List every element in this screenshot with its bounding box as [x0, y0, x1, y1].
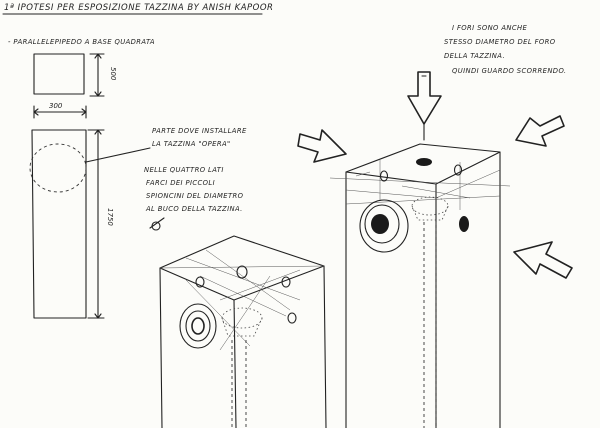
sketch-title: 1ª IPOTESI PER ESPOSIZIONE TAZZINA BY AN… — [4, 3, 273, 13]
box2-marker-left — [195, 276, 205, 288]
box2-left-edge — [159, 267, 163, 428]
dim-1750-label: 1750 — [106, 208, 114, 226]
top-marker-right — [453, 164, 463, 176]
arrow-from-left — [297, 129, 347, 163]
box2-top-hole — [236, 265, 248, 279]
dimension-top-height: 500 — [89, 53, 117, 97]
second-perspective-box — [159, 235, 327, 428]
arrow-from-top-right — [515, 115, 565, 147]
main-perspective-box — [329, 143, 511, 428]
leader-top-part — [85, 147, 151, 163]
dim-300-label: 300 — [49, 102, 63, 110]
dimension-width: 300 — [33, 102, 87, 119]
dashed-circle — [29, 143, 87, 193]
note-holes: NELLE QUATTRO LATI FARCI DEI PICCOLI SPI… — [144, 166, 246, 213]
box2-top-face — [159, 235, 325, 301]
top-hole — [416, 158, 432, 166]
top-box-outline — [33, 53, 85, 95]
dimension-body-height: 1750 — [87, 129, 114, 319]
main-box-outline — [31, 129, 87, 319]
note-right: I FORI SONO ANCHE STESSO DIAMETRO DEL FO… — [444, 24, 566, 75]
box2-marker-right — [281, 276, 291, 288]
side-eyepiece-large — [359, 199, 409, 253]
small-hole-symbol — [151, 221, 161, 231]
box2-inner-column — [231, 340, 247, 428]
box2-marker-front — [287, 312, 297, 324]
arrow-from-bottom-right — [513, 241, 573, 279]
box2-right-edge — [323, 265, 327, 428]
box2-inner-cup — [221, 307, 263, 329]
dim-500-label: 500 — [109, 67, 117, 81]
side-eyepiece-small — [459, 216, 469, 232]
inner-column — [423, 222, 437, 428]
elevation-drawing — [29, 53, 87, 319]
box2-front-edge — [233, 299, 237, 428]
down-arrow — [407, 71, 442, 141]
top-marker-left — [379, 170, 389, 182]
note-top-part: PARTE DOVE INSTALLARE LA TAZZINA "OPERA" — [152, 127, 249, 148]
left-note: - PARALLELEPIPEDO A BASE QUADRATA — [8, 38, 155, 46]
inner-cup — [411, 196, 449, 216]
box2-side-eyepiece — [179, 303, 217, 349]
